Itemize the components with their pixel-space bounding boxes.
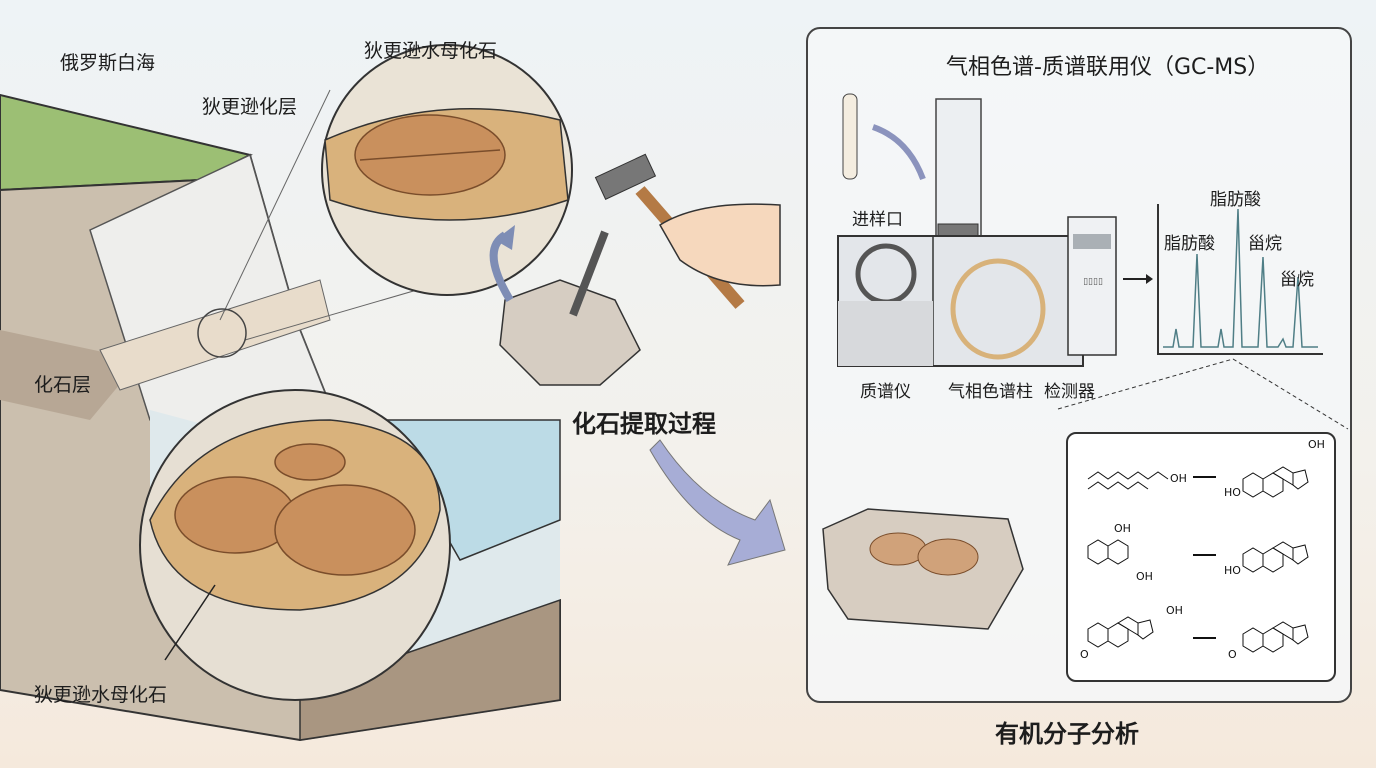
location-label: 俄罗斯白海 [60, 52, 156, 74]
inlet-label: 进样口 [852, 210, 903, 230]
fossil-layer-label: 化石层 [34, 374, 92, 396]
peak-label-sterane: 甾烷 [1280, 270, 1314, 290]
process-arrow [649, 439, 786, 566]
peak-label-fatty-acid: 脂肪酸 [1164, 234, 1215, 254]
gcms-title: 气相色谱-质谱联用仪（GC-MS） [946, 55, 1270, 80]
molecule-structures-box: OH OH HO OH OH HO OH O O [1066, 432, 1336, 682]
fossil-sample-rock [822, 508, 1024, 630]
ms-label: 质谱仪 [860, 382, 911, 402]
gcms-drawing: ▯▯▯▯ [822, 93, 1349, 630]
extraction-tools [489, 153, 781, 386]
peak-label-fatty-acid: 脂肪酸 [1210, 190, 1261, 210]
oh-label: OH [1114, 522, 1131, 535]
analysis-label: 有机分子分析 [995, 720, 1139, 748]
molecule-drawings [1087, 466, 1309, 653]
oh-label: OH [1170, 472, 1187, 485]
column-label: 气相色谱柱 [948, 382, 1033, 402]
top-fossil-label: 狄更逊水母化石 [364, 40, 498, 62]
ho-label: HO [1224, 486, 1241, 499]
detector-label: 检测器 [1044, 382, 1095, 402]
oh-label: OH [1308, 438, 1325, 451]
bottom-fossil-label: 狄更逊水母化石 [34, 684, 168, 706]
oh-label: OH [1136, 570, 1153, 583]
ho-label: HO [1224, 564, 1241, 577]
svg-text:▯▯▯▯: ▯▯▯▯ [1083, 277, 1103, 287]
chromatogram-trace [1163, 208, 1318, 348]
test-tube-icon [842, 93, 858, 180]
chromatogram-axes [1157, 204, 1323, 355]
process-label: 化石提取过程 [572, 410, 716, 438]
o-label: O [1228, 648, 1237, 661]
bottom-magnifier-circle [139, 389, 451, 701]
oh-label: OH [1166, 604, 1183, 617]
layer-label: 狄更逊化层 [202, 96, 298, 118]
o-label: O [1080, 648, 1089, 661]
peak-label-sterane: 甾烷 [1248, 234, 1282, 254]
